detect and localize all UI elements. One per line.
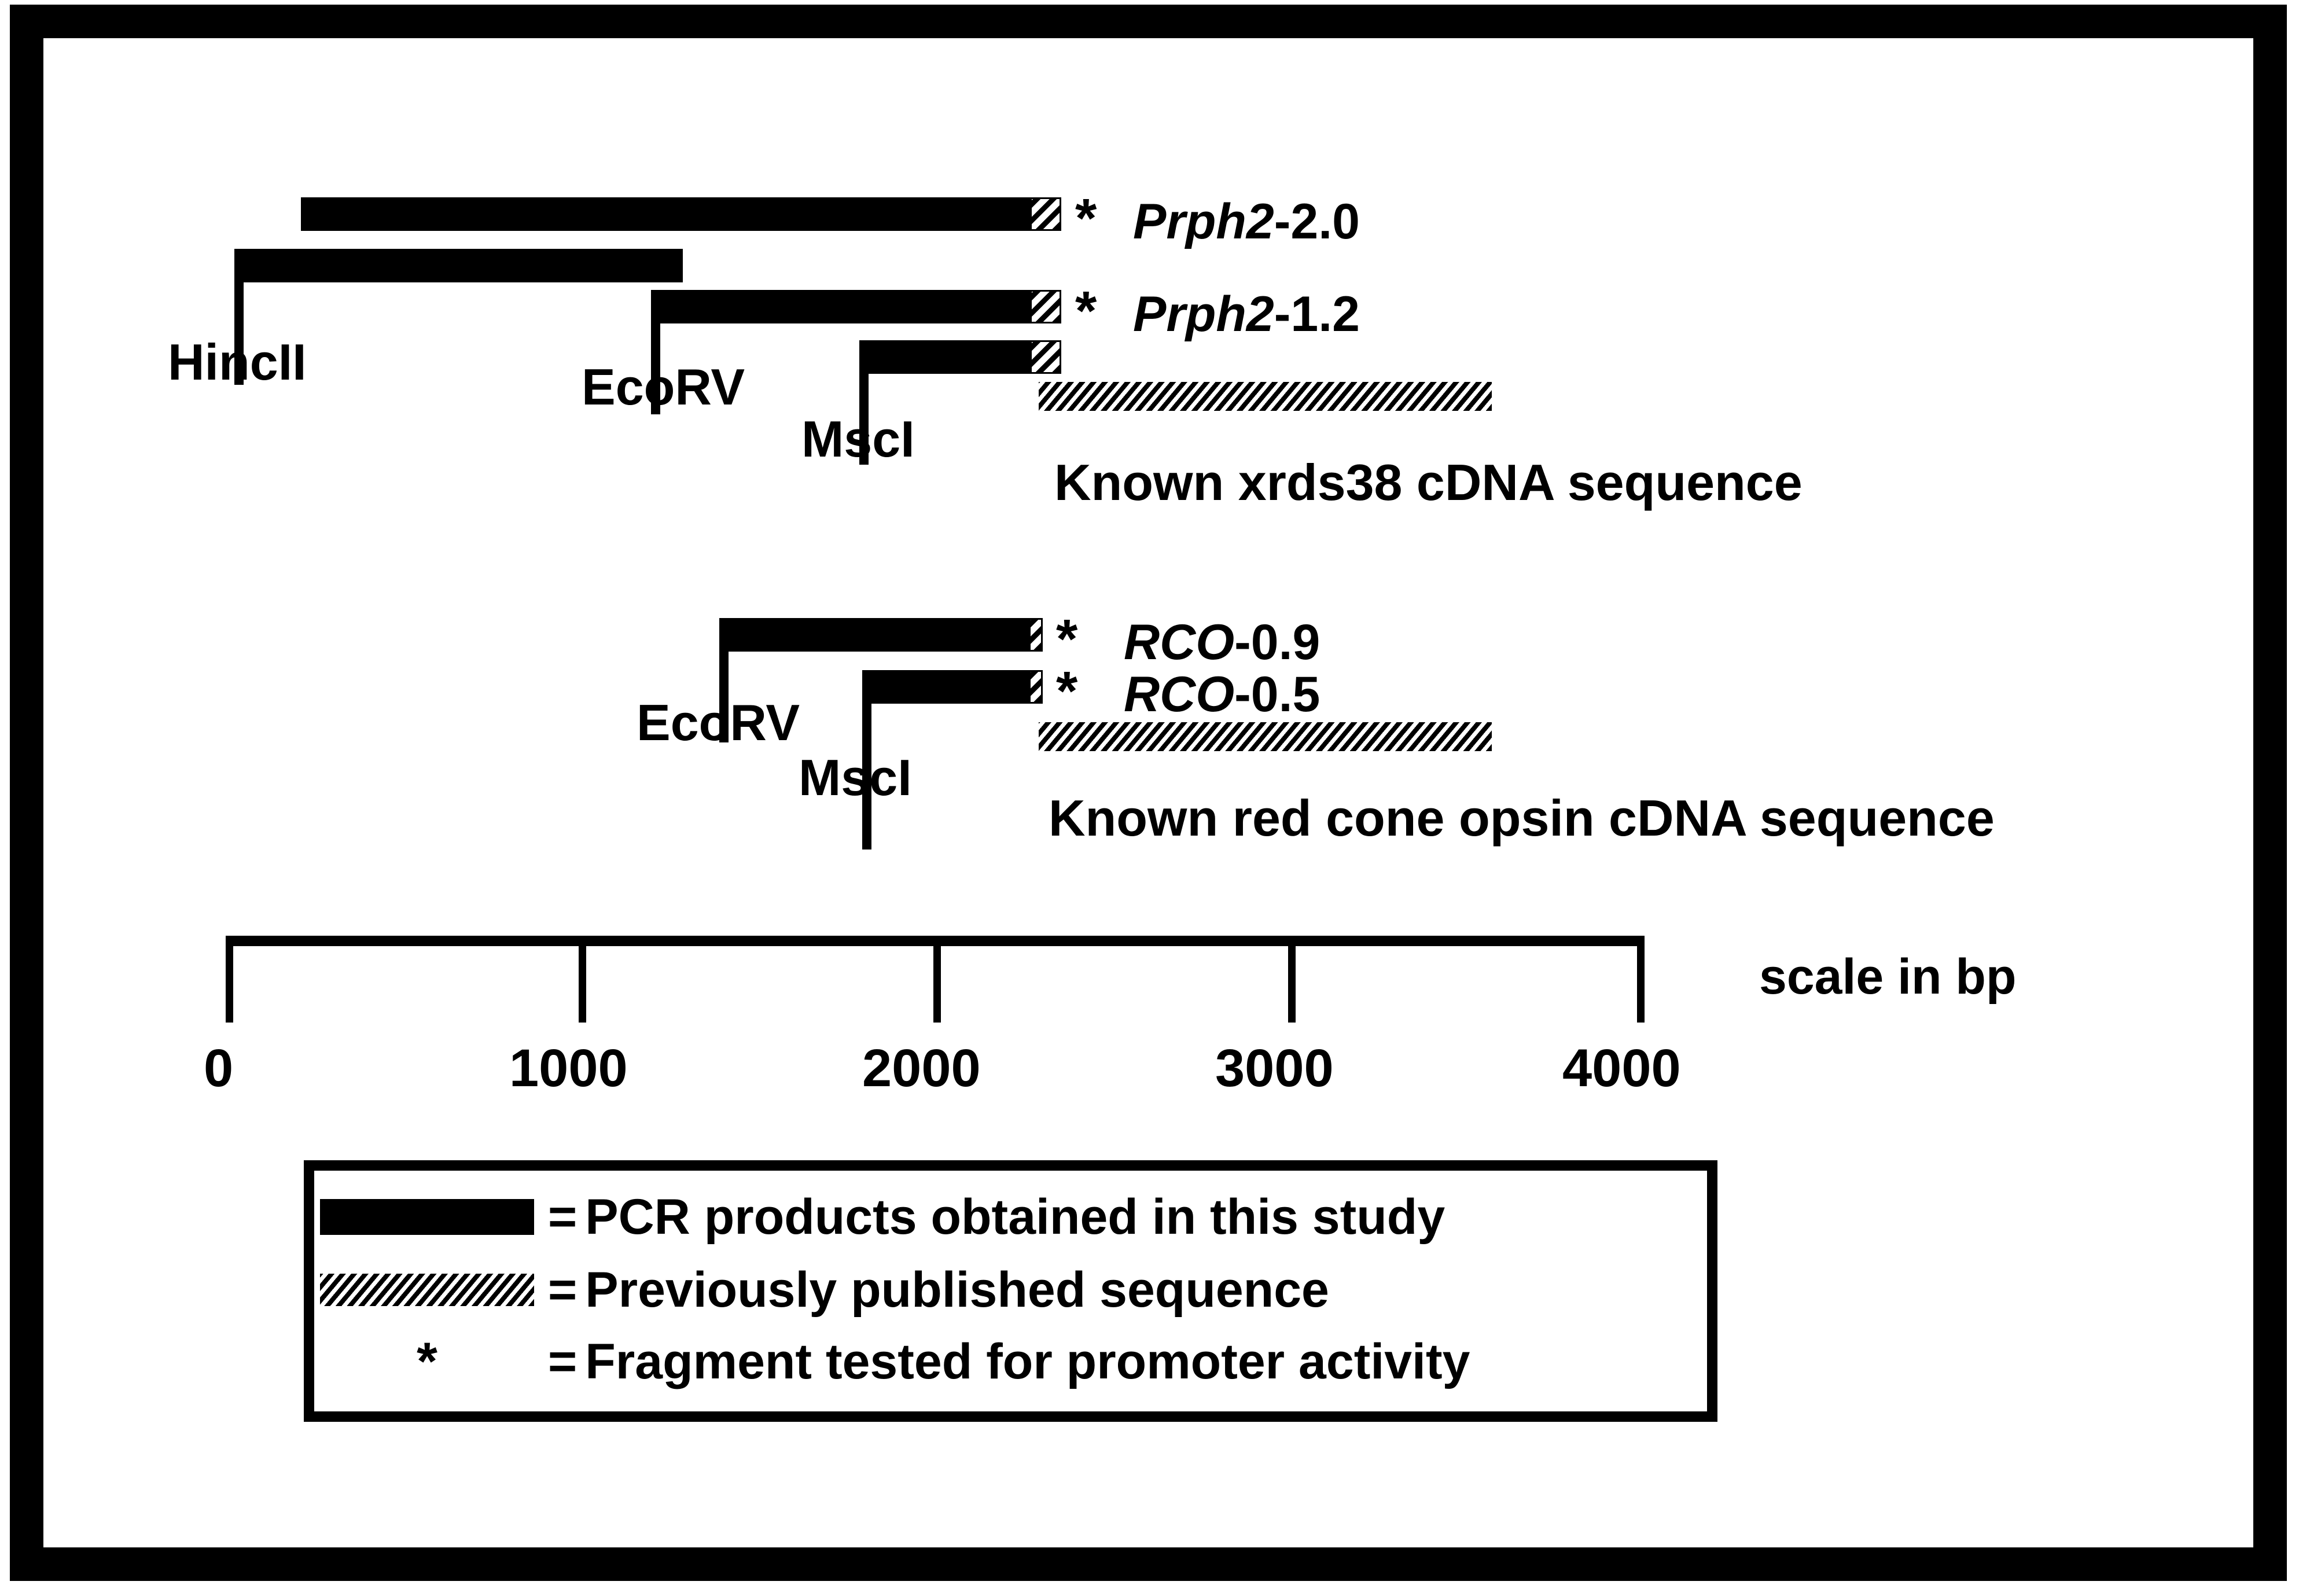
bar-rco-0-9 [719,618,1029,652]
bar-cap-prph2-1-2 [1030,290,1061,323]
scale-tick-1000 [579,936,586,1023]
bar-prph2-1-2 [651,290,1031,323]
legend-swatch-hatched-bar [314,1274,540,1306]
promoter-star-prph2-2-0: * [1075,187,1097,249]
tick-ecorv-bottom [719,618,729,742]
scale-label-2000: 2000 [862,1039,981,1098]
scale-label-3000: 3000 [1215,1039,1334,1098]
enzyme-label-ecorv-top: EcoRV [582,358,745,415]
label-prph2-2-0-plain: -2.0 [1274,194,1360,249]
legend-swatch-solid-bar [314,1199,540,1235]
scale-tick-4000 [1637,936,1645,1023]
scale-tick-0 [226,936,233,1023]
caption-known-red-cone-opsin-sequence: Known red cone opsin cDNA sequence [1049,789,1995,847]
asterisk-icon: * [417,1332,437,1391]
label-rco-0-5-italic: RCO [1124,667,1235,722]
solid-bar-icon [320,1199,534,1235]
legend-row-pcr: = PCR products obtained in this study [314,1189,1707,1245]
legend-equals-published: = [548,1262,578,1318]
caption-known-xrds38-sequence: Known xrds38 cDNA sequence [1054,454,1803,511]
promoter-star-rco-0-9: * [1056,608,1078,670]
bar-prph2-2-0 [301,197,1031,231]
tick-ecorv-top [651,290,660,414]
published-sequence-bar-rco [1039,722,1492,751]
label-rco-0-5-plain: -0.5 [1234,667,1320,722]
legend-box: = PCR products obtained in this study = … [304,1160,1717,1422]
scale-tick-2000 [933,936,941,1023]
enzyme-label-ecorv-bottom: EcoRV [637,694,800,751]
label-rco-0-9: RCO-0.9 [1124,617,1320,667]
legend-equals-pcr: = [548,1189,578,1245]
label-prph2-1-2-italic: Prph2 [1133,286,1274,342]
bar-rco-0-5 [862,670,1029,704]
published-sequence-bar-xrds38 [1039,382,1492,411]
legend-text-promoter: Fragment tested for promoter activity [585,1334,1470,1389]
hatched-bar-icon [320,1274,534,1306]
enzyme-label-hincii: HincII [168,333,307,391]
tick-hincii [234,249,244,385]
scale-label-1000: 1000 [509,1039,628,1098]
legend-equals-promoter: = [548,1334,578,1389]
bar-cap-rco-0-9 [1029,618,1043,652]
label-prph2-2-0-italic: Prph2 [1133,194,1274,249]
label-rco-0-9-plain: -0.9 [1234,615,1320,670]
scale-tick-3000 [1288,936,1296,1023]
label-prph2-2-0: Prph2-2.0 [1133,197,1360,247]
legend-text-pcr: PCR products obtained in this study [585,1189,1445,1245]
scale-label-0: 0 [204,1039,234,1098]
legend-swatch-asterisk: * [314,1335,540,1388]
label-rco-0-5: RCO-0.5 [1124,670,1320,719]
promoter-star-prph2-1-2: * [1075,280,1097,342]
bar-cap-msci-top [1030,340,1061,374]
label-rco-0-9-italic: RCO [1124,615,1235,670]
bar-hincii-fragment [234,249,683,282]
bar-msci-fragment-top [859,340,1031,374]
legend-text-published: Previously published sequence [585,1262,1329,1318]
tick-msci-bottom [862,670,871,850]
tick-msci-top [859,340,869,465]
scale-label-4000: 4000 [1562,1039,1681,1098]
bar-cap-prph2-2-0 [1030,197,1061,231]
label-prph2-1-2-plain: -1.2 [1274,286,1360,342]
legend-row-published: = Previously published sequence [314,1262,1707,1318]
bar-cap-rco-0-5 [1029,670,1043,704]
label-prph2-1-2: Prph2-1.2 [1133,289,1360,339]
legend-row-promoter: * = Fragment tested for promoter activit… [314,1334,1707,1389]
scale-caption: scale in bp [1759,949,2017,1005]
promoter-star-rco-0-5: * [1056,660,1078,722]
enzyme-label-msci-bottom: MscI [799,749,912,806]
enzyme-label-msci-top: MscI [801,410,915,468]
